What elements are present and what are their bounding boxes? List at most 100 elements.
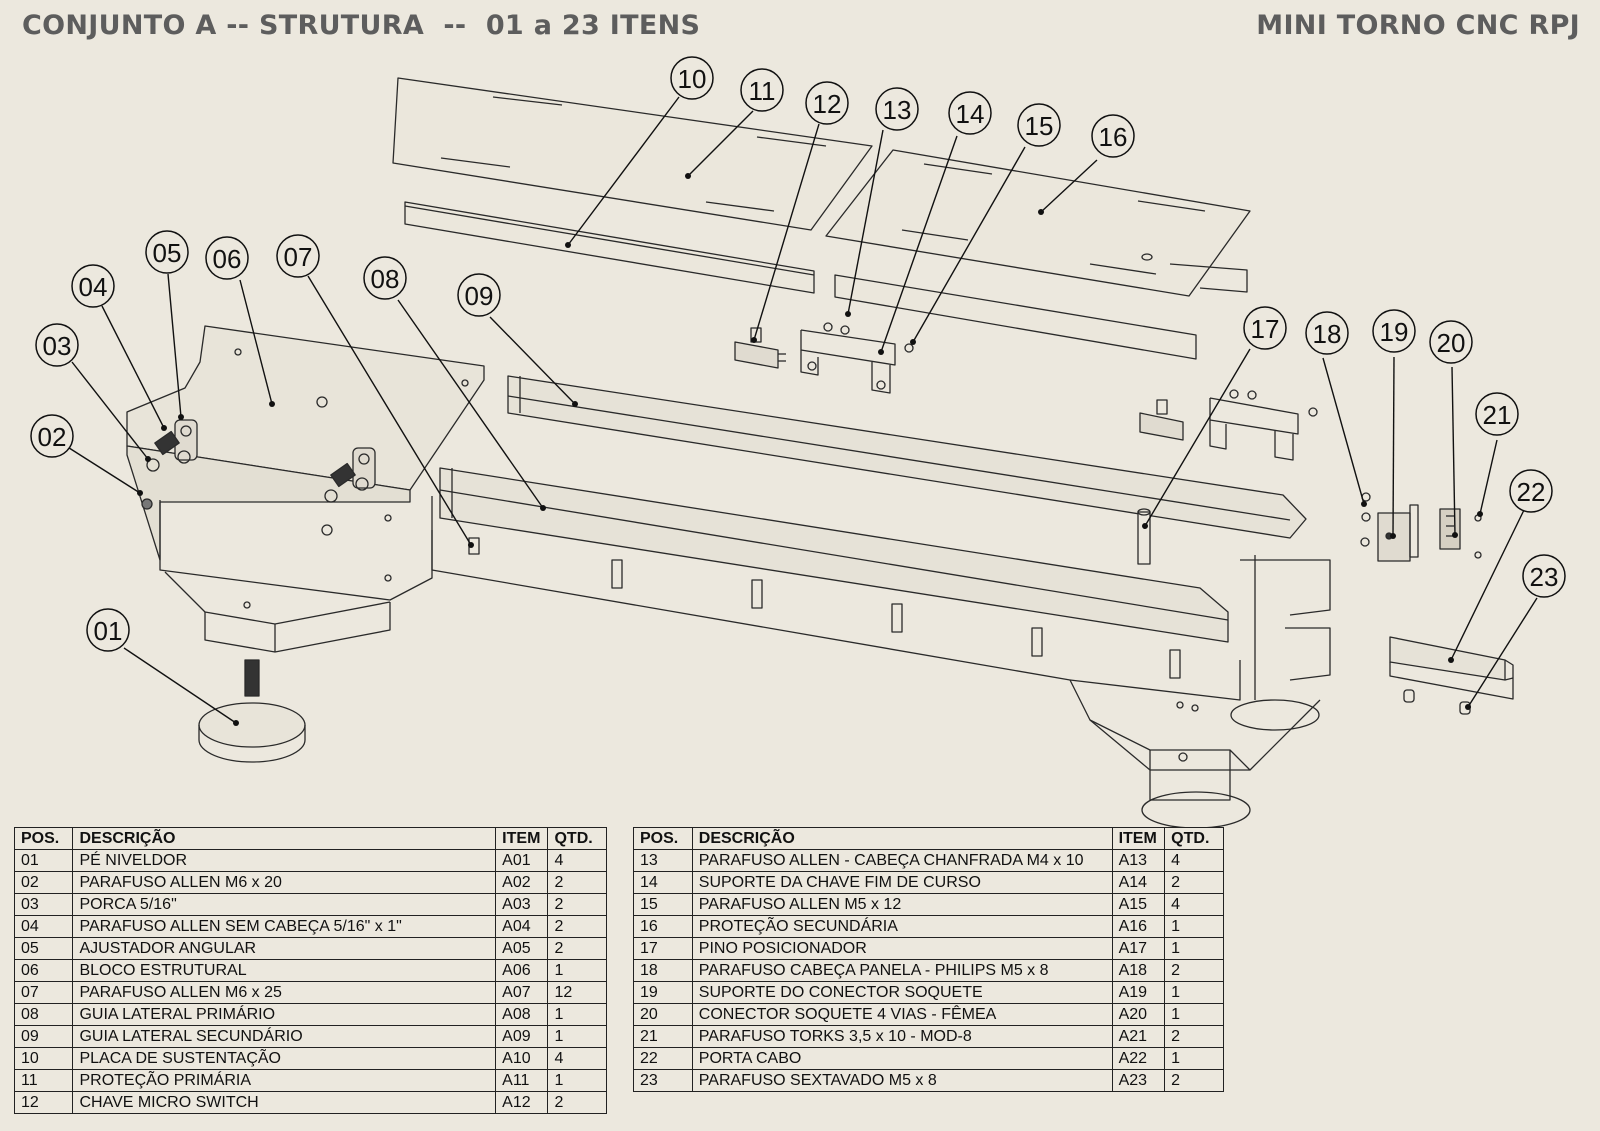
cell-item: A23 (1111, 1069, 1166, 1092)
cell-pos: 06 (13, 959, 74, 982)
cell-qty: 2 (547, 915, 607, 938)
callout-04: 04 (71, 264, 115, 308)
angular-adjuster-left (141, 419, 198, 510)
cell-desc: PARAFUSO ALLEN SEM CABEÇA 5/16" x 1" (72, 915, 497, 938)
callout-23: 23 (1522, 554, 1566, 598)
callout-11: 11 (740, 68, 784, 112)
cell-pos: 15 (633, 893, 693, 916)
svg-text:11: 11 (749, 76, 776, 106)
cell-pos: 22 (633, 1047, 693, 1070)
cell-item: A01 (495, 849, 549, 872)
cell-desc: AJUSTADOR ANGULAR (72, 937, 497, 960)
cell-qty: 1 (1164, 937, 1224, 960)
svg-text:07: 07 (284, 242, 313, 272)
cell-desc: PARAFUSO SEXTAVADO M5 x 8 (691, 1069, 1113, 1092)
cell-pos: 04 (13, 915, 74, 938)
support-plate-left (404, 201, 815, 294)
cell-item: A15 (1111, 893, 1166, 916)
cell-desc: GUIA LATERAL PRIMÁRIO (72, 1003, 497, 1026)
cell-qty: 2 (547, 871, 607, 894)
header-item: ITEM (495, 827, 549, 850)
socket-support (1360, 492, 1419, 562)
svg-text:16: 16 (1099, 122, 1128, 152)
cell-pos: 19 (633, 981, 693, 1004)
cable-holder (1389, 636, 1514, 715)
cell-qty: 2 (1164, 1025, 1224, 1048)
svg-text:23: 23 (1530, 562, 1559, 592)
drawing-title: CONJUNTO A -- STRUTURA -- 01 a 23 ITENS (22, 10, 701, 41)
svg-text:19: 19 (1380, 317, 1409, 347)
cell-qty: 1 (547, 1003, 607, 1026)
cell-item: A03 (495, 893, 549, 916)
angular-adjuster-center (321, 447, 376, 536)
cell-item: A18 (1111, 959, 1166, 982)
svg-text:21: 21 (1483, 400, 1512, 430)
callout-16: 16 (1091, 114, 1135, 158)
leader-dots (137, 173, 1483, 726)
cell-qty: 1 (1164, 1047, 1224, 1070)
positioning-pin (1137, 508, 1151, 565)
cell-item: A14 (1111, 871, 1166, 894)
cell-qty: 2 (547, 893, 607, 916)
cell-desc: SUPORTE DA CHAVE FIM DE CURSO (691, 871, 1113, 894)
leader-lines (65, 96, 1538, 724)
cell-item: A02 (495, 871, 549, 894)
callout-05: 05 (145, 230, 189, 274)
cell-qty: 2 (1164, 1069, 1224, 1092)
cell-desc: PORTA CABO (691, 1047, 1113, 1070)
cell-qty: 2 (547, 937, 607, 960)
lateral-guide-primary (439, 467, 1229, 643)
cell-desc: PARAFUSO ALLEN M6 x 25 (72, 981, 497, 1004)
cell-pos: 02 (13, 871, 74, 894)
cell-desc: PROTEÇÃO PRIMÁRIA (72, 1069, 497, 1092)
svg-text:17: 17 (1251, 314, 1280, 344)
cell-pos: 11 (13, 1069, 74, 1092)
base-body (431, 530, 1331, 829)
protection-secondary-plate (825, 149, 1251, 297)
header-desc: DESCRIÇÃO (72, 827, 497, 850)
cell-pos: 12 (13, 1091, 74, 1114)
cell-qty: 12 (547, 981, 607, 1004)
cell-pos: 05 (13, 937, 74, 960)
cell-item: A12 (495, 1091, 549, 1114)
cell-item: A06 (495, 959, 549, 982)
cell-item: A16 (1111, 915, 1166, 938)
cell-item: A21 (1111, 1025, 1166, 1048)
cell-pos: 17 (633, 937, 693, 960)
callout-03: 03 (35, 323, 79, 367)
cell-qty: 1 (547, 1069, 607, 1092)
callout-19: 19 (1372, 309, 1416, 353)
callout-07: 07 (276, 234, 320, 278)
cell-item: A20 (1111, 1003, 1166, 1026)
svg-text:22: 22 (1517, 477, 1546, 507)
cell-pos: 09 (13, 1025, 74, 1048)
cell-qty: 4 (1164, 849, 1224, 872)
svg-text:18: 18 (1313, 319, 1342, 349)
cell-desc: PARAFUSO ALLEN M6 x 20 (72, 871, 497, 894)
svg-text:06: 06 (213, 244, 242, 274)
cell-qty: 2 (1164, 959, 1224, 982)
svg-text:09: 09 (465, 281, 494, 311)
cell-item: A10 (495, 1047, 549, 1070)
cell-desc: CONECTOR SOQUETE 4 VIAS - FÊMEA (691, 1003, 1113, 1026)
cell-item: A04 (495, 915, 549, 938)
svg-text:01: 01 (94, 616, 123, 646)
svg-text:20: 20 (1437, 328, 1466, 358)
switch-bracket-top (800, 322, 914, 394)
cell-item: A09 (495, 1025, 549, 1048)
callout-17: 17 (1243, 306, 1287, 350)
cell-pos: 13 (633, 849, 693, 872)
